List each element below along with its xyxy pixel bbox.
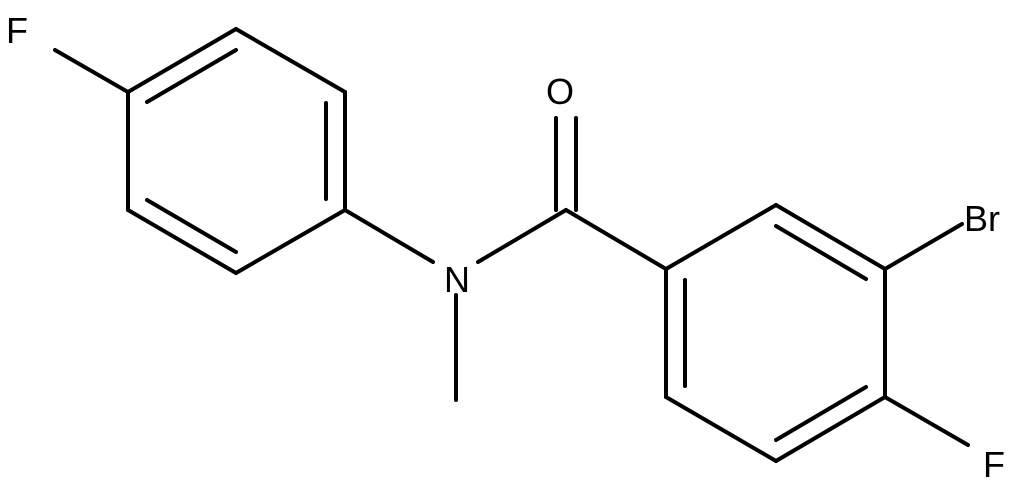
bromofluorophenyl-ring	[664, 203, 887, 463]
bond-ring2-1	[664, 203, 778, 271]
bond-carbonyl-ring	[564, 208, 668, 271]
bond-ring1-1-inner	[145, 48, 238, 104]
bond-ring1-1	[126, 27, 238, 94]
bond-ring2-2-inner	[774, 224, 868, 281]
bond-ring-n	[343, 208, 435, 264]
bond-ring1-5	[126, 208, 238, 275]
bond-c-f-left	[53, 48, 130, 94]
fluorophenyl-ring	[126, 27, 347, 275]
atom-oxygen: O	[546, 71, 574, 112]
atom-bromine: Br	[964, 198, 1000, 239]
atom-fluorine-bottom-right: F	[983, 444, 1005, 485]
bond-n-carbonyl	[476, 208, 568, 264]
bond-c-br	[883, 222, 964, 271]
bond-ring2-4	[774, 395, 887, 463]
bond-ring2-2	[774, 203, 887, 271]
bond-ring1-4	[234, 208, 347, 275]
bond-ring1-2	[234, 27, 347, 94]
bond-c-f-right	[883, 395, 970, 447]
atom-nitrogen: N	[444, 259, 470, 300]
bond-ring2-5	[664, 395, 778, 463]
bond-ring2-4-inner	[774, 385, 868, 442]
atom-fluorine-top-left: F	[6, 10, 28, 51]
bond-ring1-5-inner	[145, 198, 238, 254]
